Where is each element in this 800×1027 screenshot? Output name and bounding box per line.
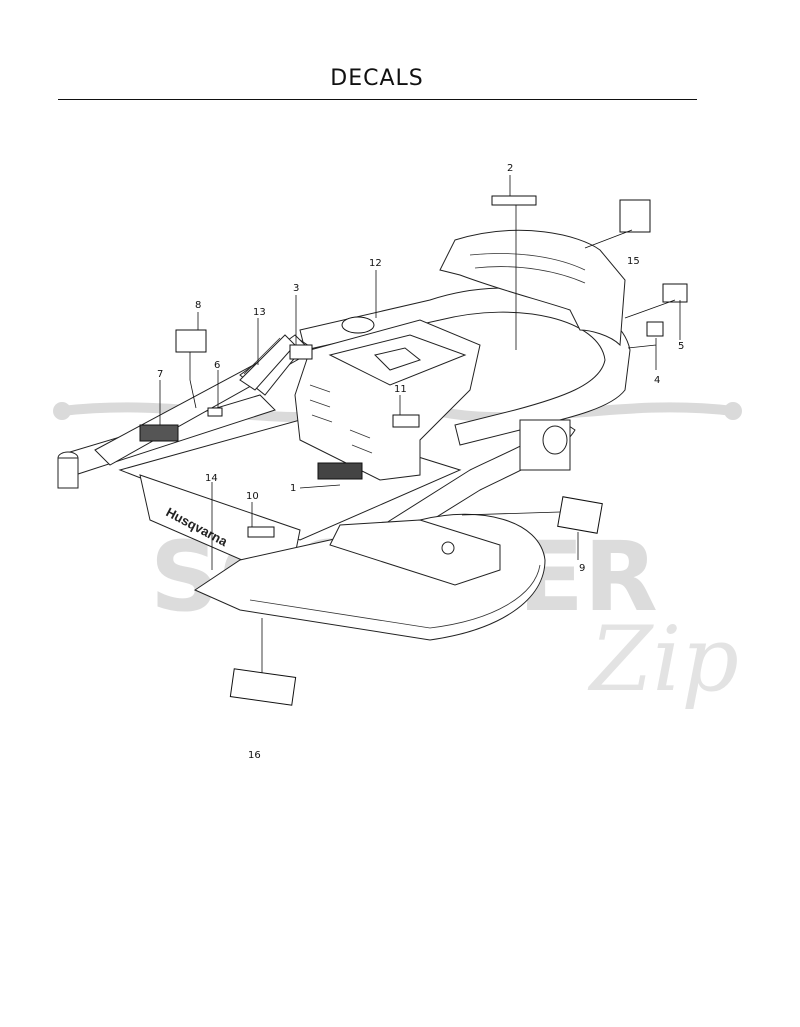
decal-12-fuel <box>341 316 375 334</box>
leader-lines <box>159 175 681 673</box>
callout-8: 8 <box>195 300 201 311</box>
rear-fender <box>439 229 626 347</box>
callout-15: 15 <box>627 256 640 267</box>
decal-5-warning <box>662 283 688 303</box>
callout-11: 11 <box>394 384 407 395</box>
decal-11-tower <box>392 414 420 428</box>
decal-thumbnails <box>139 195 688 706</box>
callout-14: 14 <box>205 473 218 484</box>
decal-7-label <box>139 424 179 442</box>
left-caster-post <box>57 457 79 489</box>
callout-6: 6 <box>214 360 220 371</box>
title-underline <box>58 99 697 100</box>
decal-8-warning <box>175 329 207 353</box>
page-title: DECALS <box>330 66 424 91</box>
spindle-pulley <box>441 541 455 555</box>
decal-1-floor <box>317 462 363 480</box>
callout-12: 12 <box>369 258 382 269</box>
decal-4-label <box>646 321 664 337</box>
callout-13: 13 <box>253 307 266 318</box>
callout-3: 3 <box>293 283 299 294</box>
decal-15-logo <box>619 199 651 233</box>
callout-2: 2 <box>507 163 513 174</box>
watermark-script: Zip <box>587 607 739 712</box>
callout-16: 16 <box>248 750 261 761</box>
tower-opening <box>374 347 422 371</box>
callout-9: 9 <box>579 563 585 574</box>
decal-2-sheet <box>491 195 537 206</box>
callout-1: 1 <box>290 483 296 494</box>
axle-bore <box>542 425 568 455</box>
callout-5: 5 <box>678 341 684 352</box>
deck-spindle-cover <box>329 519 501 586</box>
decal-16-operation <box>229 668 297 706</box>
callout-7: 7 <box>157 369 163 380</box>
decal-3-console <box>289 344 313 360</box>
callout-10: 10 <box>246 491 259 502</box>
decal-9-deck <box>557 496 603 534</box>
callout-4: 4 <box>654 375 660 386</box>
decal-6-cap <box>207 407 223 417</box>
decal-10-model <box>247 526 275 538</box>
callout-labels: 1 2 3 4 5 6 7 8 9 10 11 12 13 14 15 16 <box>157 163 684 761</box>
